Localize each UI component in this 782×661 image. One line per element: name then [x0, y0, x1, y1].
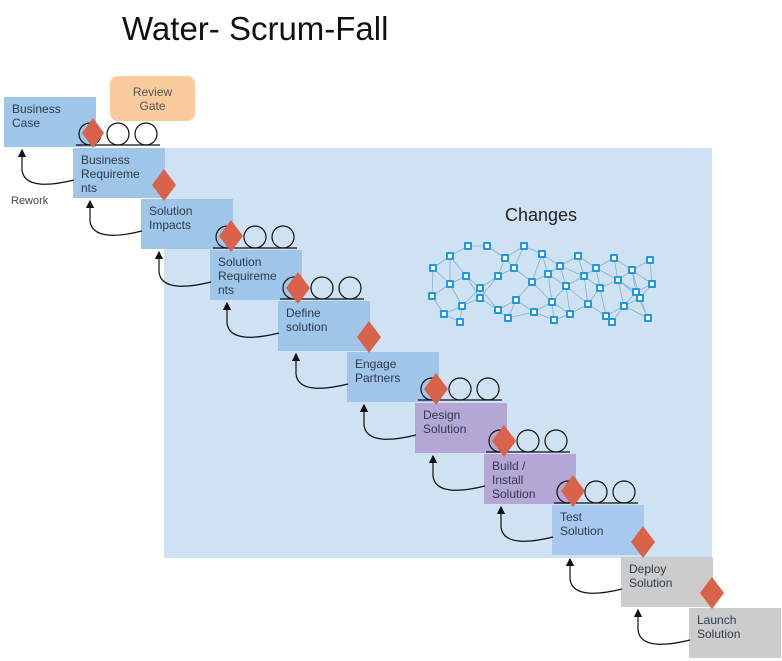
network-node-glyph — [431, 266, 435, 270]
rework-label: Rework — [11, 195, 49, 207]
network-node-glyph — [496, 274, 500, 278]
step-business-case: Business Case — [4, 97, 96, 147]
network-node-glyph — [646, 316, 650, 320]
rework-arrow-icon — [428, 454, 486, 491]
network-node-glyph — [530, 280, 534, 284]
network-node-glyph — [622, 304, 626, 308]
network-node-glyph — [616, 278, 620, 282]
diamond-gate-icon — [631, 526, 655, 558]
network-node-glyph — [586, 302, 590, 306]
network-node-glyph — [650, 282, 654, 286]
diamond-gate-icon — [700, 577, 724, 609]
network-edge — [507, 311, 535, 319]
step-test-solution: Test Solution — [552, 505, 644, 555]
network-edge — [583, 275, 589, 305]
network-node-glyph — [522, 244, 526, 248]
network-node-glyph — [430, 294, 434, 298]
network-node-glyph — [442, 312, 446, 316]
step-launch-solution: Launch Solution — [689, 608, 781, 658]
step-deploy-solution: Deploy Solution — [621, 557, 713, 607]
diamond-gate-icon — [561, 475, 585, 507]
sprint-loop-icon — [280, 276, 364, 300]
network-node-glyph — [546, 272, 550, 276]
network-node-glyph — [506, 316, 510, 320]
network-node-glyph — [503, 256, 507, 260]
step-business-requirements: Business Requireme nts — [73, 148, 165, 198]
diamond-gate-icon — [357, 321, 381, 353]
network-node-glyph — [458, 320, 462, 324]
network-node-glyph — [582, 274, 586, 278]
network-node-glyph — [648, 258, 652, 262]
network-node-glyph — [558, 264, 562, 268]
sprint-loop-icon — [76, 122, 160, 146]
step-design-solution: Design Solution — [415, 403, 507, 453]
network-node-glyph — [634, 290, 638, 294]
network-node-glyph — [478, 296, 482, 300]
diamond-gate-icon — [286, 272, 310, 304]
network-node-glyph — [448, 282, 452, 286]
rework-arrow-icon — [222, 301, 280, 338]
network-node-glyph — [485, 244, 489, 248]
sprint-loops — [76, 122, 638, 504]
network-node-glyph — [496, 308, 500, 312]
network-node-glyph — [466, 244, 470, 248]
rework-arrow-icon — [633, 608, 691, 645]
diamond-gate-icon — [152, 169, 176, 201]
diamond-gate-icon — [219, 220, 243, 252]
network-node-glyph — [564, 284, 568, 288]
network-node-glyph — [568, 312, 572, 316]
review-gate-callout: Review Gate — [110, 76, 195, 121]
rework-arrow-icon — [85, 199, 143, 236]
diamond-gate-icon — [424, 373, 448, 405]
network-edge — [565, 285, 571, 315]
diamond-gate-icon — [82, 118, 104, 148]
network-edge — [617, 279, 625, 307]
network-node-glyph — [630, 268, 634, 272]
gate-diamonds — [82, 118, 724, 609]
network-node-glyph — [598, 286, 602, 290]
network-node-glyph — [540, 252, 544, 256]
network-node-glyph — [514, 298, 518, 302]
network-node-glyph — [448, 254, 452, 258]
step-build-install-solution: Build / Install Solution — [484, 454, 576, 504]
rework-arrow-icon — [154, 250, 212, 287]
network-edge — [599, 287, 607, 317]
network-graph-icon — [428, 242, 656, 326]
rework-arrow-icon — [496, 505, 554, 542]
network-edge — [547, 273, 553, 303]
network-node-glyph — [460, 304, 464, 308]
network-node-glyph — [550, 300, 554, 304]
rework-arrow-icon — [17, 148, 75, 185]
rework-arrow-icon — [565, 557, 623, 594]
network-node-glyph — [512, 266, 516, 270]
sprint-loop-icon — [486, 429, 570, 453]
network-edge — [531, 253, 543, 283]
network-edge — [431, 267, 434, 297]
network-node-glyph — [552, 318, 556, 322]
step-engage-partners: Engage Partners — [347, 352, 439, 402]
rework-arrows — [17, 148, 691, 645]
step-solution-impacts: Solution Impacts — [141, 199, 233, 249]
changes-label: Changes — [505, 205, 578, 225]
step-solution-requirements: Solution Requireme nts — [210, 250, 302, 300]
network-node-glyph — [610, 320, 614, 324]
network-node-glyph — [612, 256, 616, 260]
page-title: Water- Scrum-Fall — [122, 10, 389, 47]
network-node-glyph — [532, 310, 536, 314]
rework-arrow-icon — [359, 403, 417, 440]
rework-arrow-icon — [291, 352, 349, 389]
network-node-glyph — [594, 266, 598, 270]
network-node-glyph — [464, 274, 468, 278]
diamond-gate-icon — [492, 425, 516, 457]
network-node-glyph — [478, 286, 482, 290]
network-node-glyph — [604, 314, 608, 318]
network-node-glyph — [576, 254, 580, 258]
step-define-solution: Define solution — [278, 301, 370, 351]
network-node-glyph — [638, 296, 642, 300]
